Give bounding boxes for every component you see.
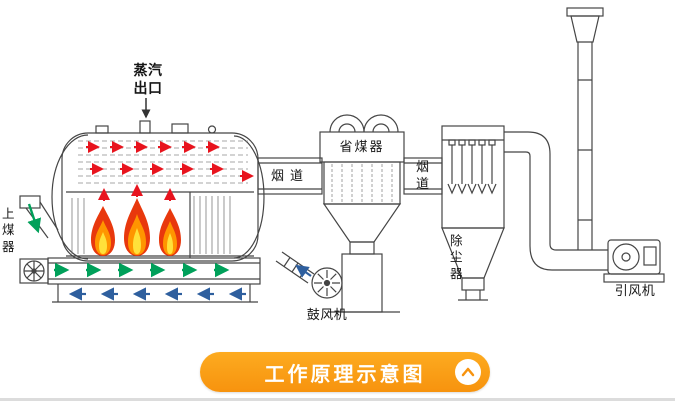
coal-feeder-label: 上煤器 — [2, 207, 16, 254]
working-principle-button[interactable]: 工作原理示意图 — [200, 352, 490, 392]
air-arrows — [68, 264, 312, 301]
steam-outlet-label: 蒸汽出口 — [133, 62, 163, 96]
linework — [19, 7, 665, 313]
blower-fan-body — [275, 251, 343, 299]
induced-draft-fan-label: 引风机 — [614, 283, 656, 298]
flue-duct-left-box — [257, 157, 323, 195]
blower-fan-label: 鼓风机 — [306, 307, 348, 322]
dust-collector-label: 除尘器 — [450, 234, 464, 281]
dust-collector-structure — [441, 125, 505, 301]
furnace-flames — [91, 198, 181, 256]
flame-core-layer — [99, 228, 173, 254]
chimney — [566, 7, 604, 250]
tube-bank-hatch — [71, 196, 231, 254]
coal-grate-arrows — [27, 203, 230, 278]
grate-base — [19, 257, 261, 303]
outlet-pipe — [504, 131, 608, 271]
working-principle-title: 工作原理示意图 — [264, 363, 426, 386]
economizer-coil-hatch — [331, 164, 393, 202]
induced-draft-fan-body — [603, 239, 665, 283]
chevron-up-icon — [455, 359, 481, 385]
flue-gas-arrows — [86, 141, 254, 201]
bottom-divider — [0, 398, 675, 401]
flue-duct-right-label: 烟道 — [416, 159, 430, 191]
flue-duct-right-box — [403, 157, 443, 195]
flue-duct-left-label: 烟道 — [270, 168, 309, 183]
economizer-label: 省煤器 — [339, 139, 385, 154]
